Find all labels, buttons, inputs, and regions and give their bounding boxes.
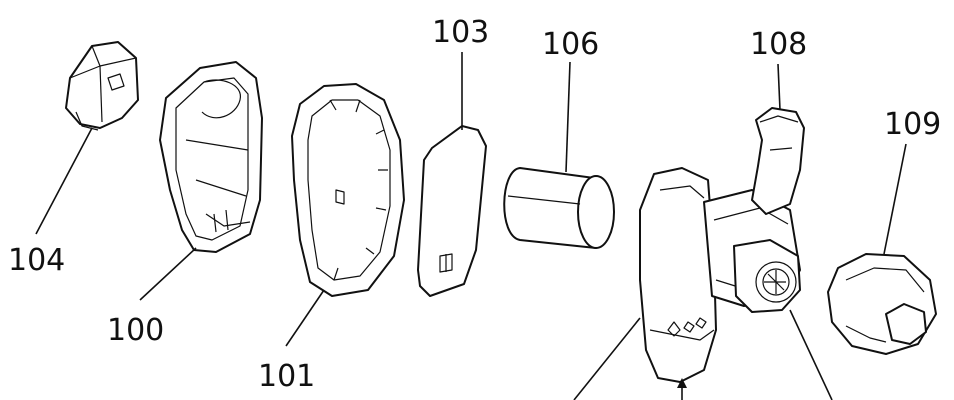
leader-lines <box>35 52 907 400</box>
label-106: 106 <box>542 27 599 62</box>
part-101-shell <box>291 83 405 297</box>
label-103: 103 <box>432 15 489 50</box>
part-103-plate <box>417 125 487 297</box>
label-101: 101 <box>258 359 315 394</box>
label-100: 100 <box>107 313 164 348</box>
leader-101 <box>285 289 325 347</box>
leader-109 <box>883 143 907 255</box>
part-104-cap <box>65 41 139 131</box>
part-106-cylinder <box>503 167 615 249</box>
leader-104 <box>35 127 93 235</box>
leader-108 <box>777 63 781 111</box>
leader-106 <box>565 61 571 173</box>
leader-body <box>573 317 641 400</box>
part-100-frame <box>159 61 263 253</box>
main-body-assembly <box>639 167 801 383</box>
leader-nozzle <box>789 309 833 400</box>
reference-numerals: 104 100 101 103 106 108 109 <box>8 15 941 394</box>
label-108: 108 <box>750 27 807 62</box>
label-104: 104 <box>8 243 65 278</box>
part-108-handle <box>751 107 805 215</box>
arrow-head <box>677 378 687 388</box>
leader-100 <box>139 247 197 301</box>
label-109: 109 <box>884 107 941 142</box>
part-109-endcap <box>827 253 937 355</box>
